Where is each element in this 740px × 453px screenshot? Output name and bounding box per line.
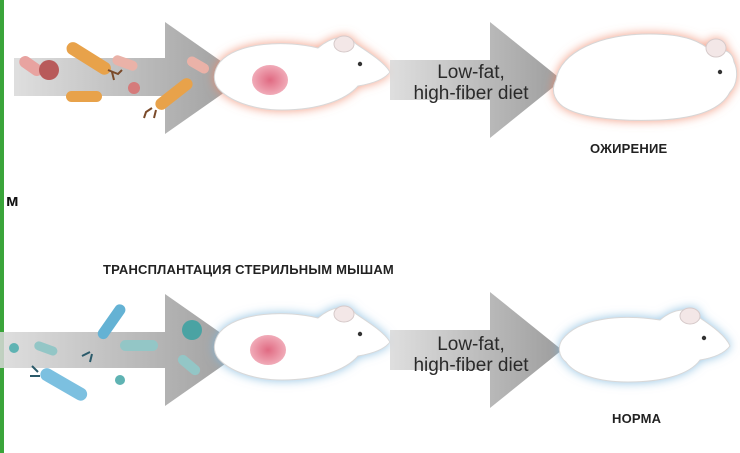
- top-diet-label: Low-fat, high-fiber diet: [396, 62, 546, 104]
- bottom-diet-line1: Low-fat,: [396, 334, 546, 355]
- top-diet-line1: Low-fat,: [396, 62, 546, 83]
- bottom-mouse-1: [214, 306, 390, 380]
- bottom-diet-label: Low-fat, high-fiber diet: [396, 334, 546, 376]
- top-gut-1: [252, 65, 288, 95]
- top-diet-line2: high-fiber diet: [396, 83, 546, 104]
- bottom-lean-mouse: [559, 308, 730, 382]
- bottom-gut-1: [250, 335, 286, 365]
- top-row: [14, 22, 737, 138]
- bottom-outcome-label: НОРМА: [612, 411, 661, 426]
- top-outcome-label: ОЖИРЕНИЕ: [590, 141, 667, 156]
- top-mouse-1: [214, 36, 390, 110]
- transplant-caption: ТРАНСПЛАНТАЦИЯ СТЕРИЛЬНЫМ МЫШАМ: [103, 262, 394, 277]
- bottom-row: [0, 292, 730, 408]
- bottom-diet-line2: high-fiber diet: [396, 355, 546, 376]
- top-obese-mouse: [553, 34, 736, 120]
- left-fragment-letter: м: [6, 191, 19, 211]
